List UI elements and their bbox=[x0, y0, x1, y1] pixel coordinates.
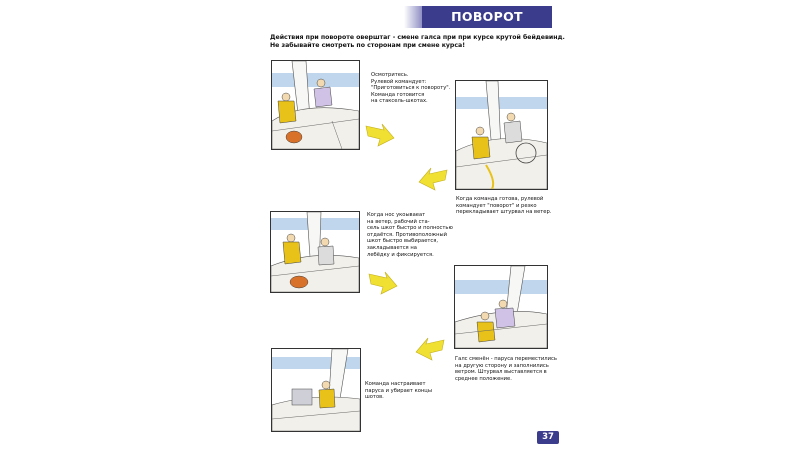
page-number: 37 bbox=[537, 431, 559, 444]
intro-line-2: Не забывайте смотреть по сторонам при см… bbox=[270, 42, 466, 49]
illustration-step-1 bbox=[271, 60, 360, 150]
caption-line: сель шкот быстро и полностью bbox=[367, 225, 453, 232]
caption-line: командует "поворот" и резко bbox=[456, 202, 537, 209]
caption-line: среднее положение. bbox=[455, 375, 512, 382]
caption-line: на другую сторону и заполнились bbox=[455, 362, 549, 369]
illustration-step-5 bbox=[271, 348, 361, 432]
caption-line: отдаётся. Противоположный bbox=[367, 231, 448, 238]
turn-arrow-icon bbox=[368, 271, 398, 295]
caption-line: Рулевой командует: bbox=[371, 78, 427, 85]
caption-line: ветром. Штурвал выставляется в bbox=[455, 369, 547, 376]
caption-line: Когда нос укоываеат bbox=[367, 212, 426, 218]
caption-line: Команда настраивает bbox=[365, 381, 426, 387]
page-title: ПОВОРОТ ОВЕРШТАГ bbox=[404, 6, 552, 46]
caption-line: перекладывает штурвал на ветер. bbox=[456, 209, 552, 216]
illustration-step-3 bbox=[270, 211, 360, 293]
step-5-caption: Команда настраивает паруса и убирает кон… bbox=[365, 381, 432, 401]
caption-line: на стаксель-шкотах. bbox=[371, 98, 428, 105]
caption-line: Галс сменён - паруса переместились bbox=[455, 356, 557, 362]
caption-line: Когда команда готова, рулевой bbox=[456, 196, 544, 202]
illustration-step-4 bbox=[454, 265, 548, 349]
caption-line: "Приготовиться к повороту". bbox=[371, 85, 451, 92]
turn-arrow-icon bbox=[365, 123, 395, 147]
turn-arrow-icon bbox=[415, 337, 445, 361]
caption-line: шкот быстро выбирается, bbox=[367, 238, 439, 245]
caption-line: Команда готовится bbox=[371, 91, 425, 98]
caption-line: закладывается на bbox=[367, 244, 417, 251]
caption-line: Осмотритесь. bbox=[371, 72, 409, 78]
step-2-caption: Когда команда готова, рулевой командует … bbox=[456, 196, 551, 216]
step-1-caption: Осмотритесь. Рулевой командует: "Пригото… bbox=[371, 72, 450, 105]
caption-line: на ветер, рабочий ста- bbox=[367, 218, 430, 225]
caption-line: паруса и убирает концы bbox=[365, 387, 432, 394]
turn-arrow-icon bbox=[418, 167, 448, 191]
caption-line: шотов. bbox=[365, 394, 384, 401]
step-3-caption: Когда нос укоываеат на ветер, рабочий ст… bbox=[367, 212, 453, 258]
intro-line-1: Действия при повороте оверштаг - смене г… bbox=[270, 34, 565, 41]
intro-text: Действия при повороте оверштаг - смене г… bbox=[270, 34, 565, 50]
illustration-step-2 bbox=[455, 80, 548, 190]
step-4-caption: Галс сменён - паруса переместились на др… bbox=[455, 356, 557, 382]
caption-line: лебёдку и фиксируется. bbox=[367, 251, 434, 258]
